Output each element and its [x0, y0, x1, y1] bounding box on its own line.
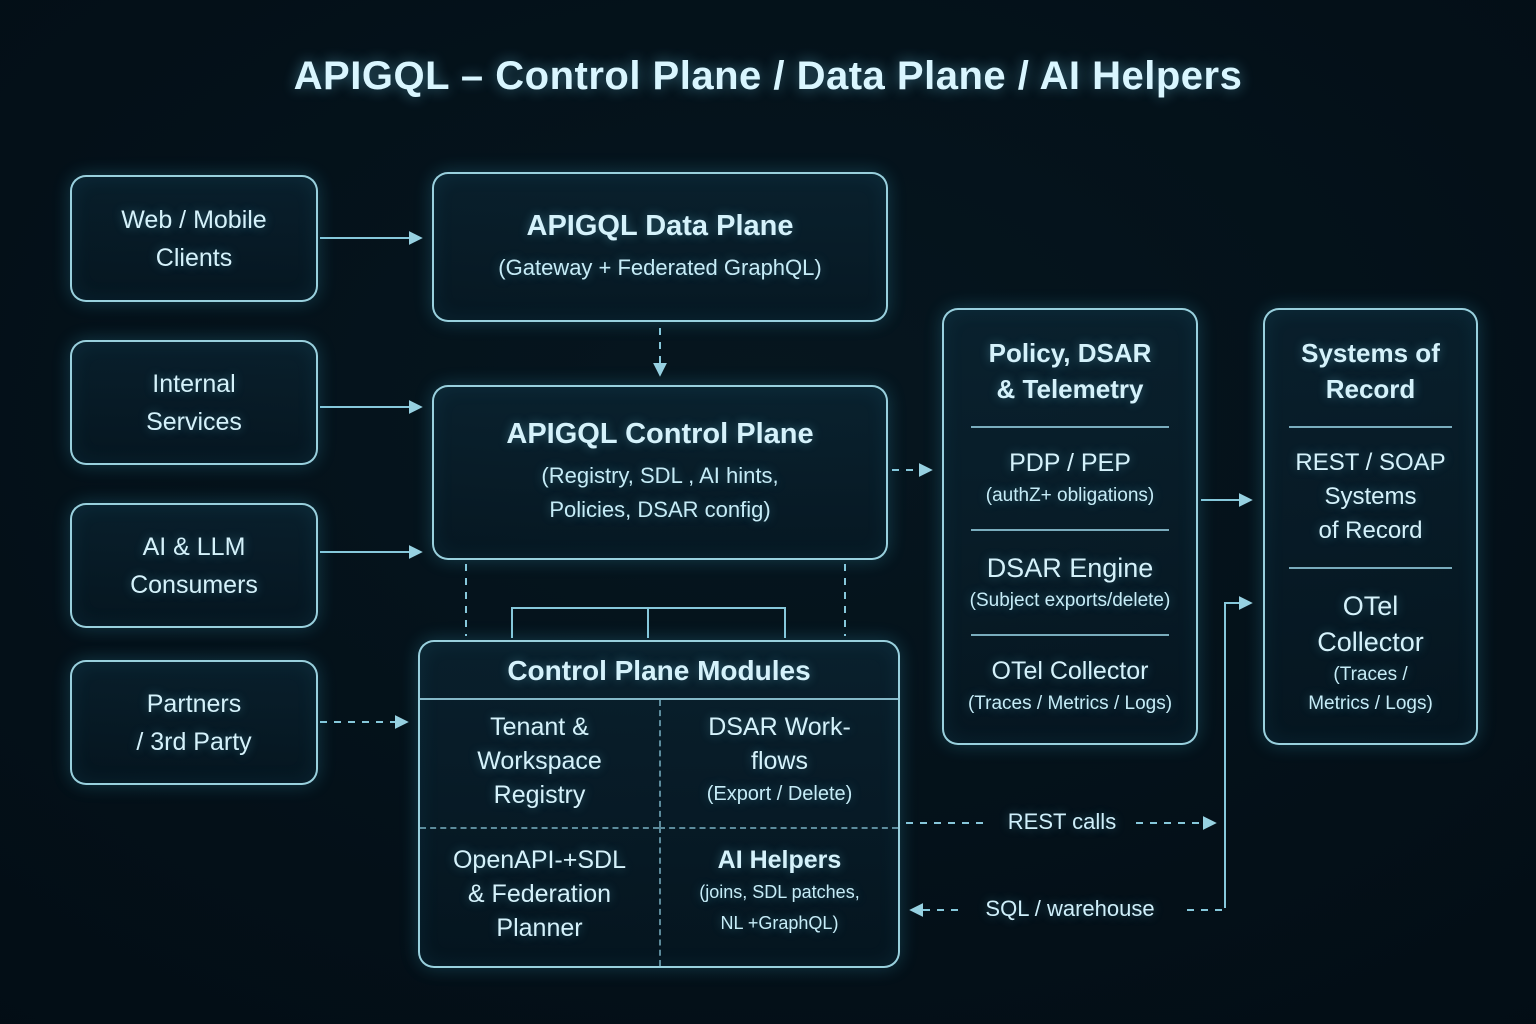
node-label-line: AI & LLM [142, 532, 246, 561]
module-ai-helpers: AI Helpers (joins, SDL patches, NL +Grap… [659, 827, 898, 966]
control-plane-subtitle-line: Policies, DSAR config) [549, 497, 771, 522]
node-apigql-data-plane: APIGQL Data Plane (Gateway + Federated G… [432, 172, 888, 322]
module-sublabel: NL +GraphQL) [720, 913, 839, 933]
section-dsar-engine: DSAR Engine (Subject exports/delete) [970, 550, 1171, 615]
module-sublabel: (joins, SDL patches, [699, 882, 860, 902]
section-label-line: Systems [1324, 483, 1417, 511]
modules-bracket-connector [511, 607, 786, 638]
node-label-line: Web / Mobile [121, 205, 267, 234]
node-partners-3rd-party: Partners / 3rd Party [70, 660, 318, 785]
section-label-line: REST / SOAP [1295, 449, 1446, 477]
control-plane-subtitle-line: (Registry, SDL , AI hints, [541, 463, 779, 488]
policy-header-line: & Telemetry [996, 373, 1144, 404]
section-divider [970, 529, 1170, 531]
node-systems-of-record: Systems of Record REST / SOAP Systems of… [1263, 308, 1478, 745]
module-label-line: Planner [496, 914, 583, 942]
node-label-line: Partners [146, 689, 242, 718]
data-plane-title: APIGQL Data Plane [526, 209, 794, 242]
systems-header-line: Record [1325, 373, 1416, 404]
node-label-line: / 3rd Party [136, 727, 252, 756]
module-label-line: flows [751, 747, 808, 775]
systems-header-line: Systems of [1301, 337, 1440, 368]
section-subtitle-line: (Traces / [1333, 664, 1408, 686]
module-label-line: Tenant & [490, 713, 589, 741]
section-otel-collector-systems: OTel Collector (Traces / Metrics / Logs) [1308, 588, 1433, 718]
section-subtitle: (Traces / Metrics / Logs) [967, 693, 1173, 715]
edge-label-rest-calls: REST calls [1007, 809, 1117, 834]
section-otel-collector: OTel Collector (Traces / Metrics / Logs) [968, 654, 1172, 718]
section-divider [970, 425, 1170, 428]
policy-header: Policy, DSAR & Telemetry [989, 335, 1152, 407]
module-sublabel: (Export / Delete) [706, 783, 853, 805]
section-subtitle-line: Metrics / Logs) [1308, 693, 1433, 715]
node-label-line: Clients [155, 243, 233, 272]
section-title: OTel Collector [991, 657, 1149, 686]
section-title-line: Collector [1317, 627, 1424, 658]
node-ai-llm-consumers: AI & LLM Consumers [70, 503, 318, 628]
diagram-title: APIGQL – Control Plane / Data Plane / AI… [293, 54, 1243, 98]
section-subtitle: (authZ+ obligations) [985, 485, 1155, 507]
node-internal-services: Internal Services [70, 340, 318, 465]
modules-grid: Tenant & Workspace Registry DSAR Work- f… [420, 698, 898, 966]
policy-header-line: Policy, DSAR [988, 337, 1152, 368]
control-plane-title: APIGQL Control Plane [506, 418, 814, 450]
section-subtitle: (Subject exports/delete) [969, 589, 1171, 611]
edge-label-sql-warehouse: SQL / warehouse [985, 896, 1155, 921]
node-web-mobile-clients: Web / Mobile Clients [70, 175, 318, 302]
module-label-line: Registry [493, 781, 586, 809]
module-label-line: DSAR Work- [708, 713, 851, 741]
section-label-line: of Record [1318, 517, 1423, 545]
module-tenant-workspace-registry: Tenant & Workspace Registry [420, 700, 659, 827]
section-title: PDP / PEP [1009, 449, 1131, 478]
section-pdp-pep: PDP / PEP (authZ+ obligations) [986, 446, 1154, 510]
section-divider [970, 633, 1170, 636]
edge-riser-to-otel-collector [1224, 596, 1253, 908]
section-rest-soap-systems: REST / SOAP Systems of Record [1295, 446, 1445, 548]
data-plane-subtitle: (Gateway + Federated GraphQL) [498, 254, 822, 280]
systems-header: Systems of Record [1301, 335, 1440, 407]
section-title-line: OTel [1342, 591, 1399, 622]
module-label-line: Workspace [477, 747, 602, 775]
module-label-line: AI Helpers [717, 846, 842, 874]
node-apigql-control-plane: APIGQL Control Plane (Registry, SDL , AI… [432, 385, 888, 560]
node-label-line: Internal [152, 369, 236, 398]
section-divider [1288, 425, 1453, 428]
node-control-plane-modules: Control Plane Modules Tenant & Workspace… [418, 640, 900, 968]
module-label-line: & Federation [467, 880, 612, 908]
section-divider [1288, 567, 1453, 570]
section-title: DSAR Engine [986, 552, 1154, 583]
module-dsar-workflows: DSAR Work- flows (Export / Delete) [659, 700, 898, 827]
node-label-line: Consumers [130, 570, 258, 599]
module-openapi-sdl-federation-planner: OpenAPI-+SDL & Federation Planner [420, 827, 659, 966]
node-label-line: Services [146, 407, 242, 436]
module-label-line: OpenAPI-+SDL [452, 846, 626, 874]
node-policy-dsar-telemetry: Policy, DSAR & Telemetry PDP / PEP (auth… [942, 308, 1198, 745]
modules-title: Control Plane Modules [507, 655, 811, 686]
